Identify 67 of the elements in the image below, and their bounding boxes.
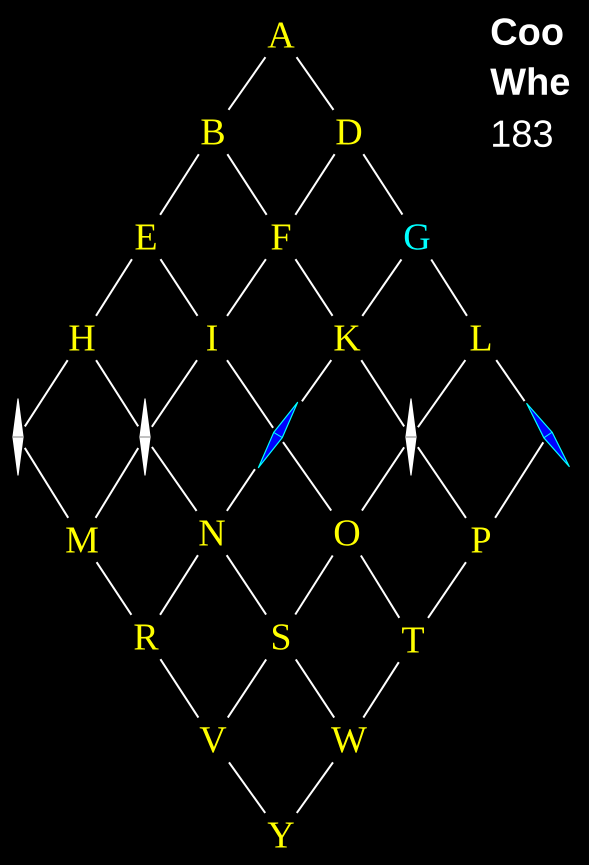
connector-line <box>430 258 468 316</box>
connector-line <box>96 562 132 616</box>
connector-line <box>226 360 274 428</box>
letter: M <box>66 528 98 552</box>
connector-line <box>361 258 402 316</box>
connector-line <box>494 442 544 518</box>
letter: E <box>136 224 156 250</box>
letter: G <box>404 224 430 250</box>
needle-icon <box>12 398 24 476</box>
connector-line <box>360 555 400 618</box>
connector-line <box>360 360 405 427</box>
connector-line <box>226 468 256 512</box>
connector-line <box>294 554 334 616</box>
connector-line <box>495 360 526 402</box>
connector-line <box>282 442 332 512</box>
connector-line <box>160 258 198 316</box>
connector-line <box>24 360 69 427</box>
needle-icon <box>139 398 151 476</box>
needle-icon <box>405 398 417 476</box>
connector-line <box>362 662 400 718</box>
connector-line <box>296 762 334 814</box>
letter: Y <box>268 822 294 848</box>
letter: V <box>200 727 226 753</box>
connector-line <box>362 154 404 216</box>
connector-line <box>94 448 140 518</box>
letter: N <box>199 520 225 546</box>
connector-line <box>226 658 268 718</box>
letter: F <box>272 224 290 250</box>
connector-line <box>159 554 199 616</box>
connector-line <box>294 658 336 718</box>
connector-line <box>151 446 198 512</box>
letter: T <box>402 628 424 652</box>
needle-icon <box>526 402 570 468</box>
letter: D <box>336 120 362 144</box>
connector-line <box>226 258 267 316</box>
letter: O <box>334 520 360 546</box>
letter: P <box>472 528 490 552</box>
connector-line <box>160 658 200 718</box>
connector-line <box>95 360 140 427</box>
needle-icon <box>258 402 298 468</box>
connector-line <box>417 360 466 428</box>
letter: S <box>272 624 290 650</box>
connector-line <box>294 154 336 216</box>
connector-line <box>361 446 405 512</box>
letter: B <box>201 120 224 144</box>
letter: W <box>331 727 367 753</box>
connector-line <box>228 762 266 814</box>
connector-line <box>294 258 334 316</box>
letter: K <box>334 326 360 350</box>
title: Coo Whe <box>490 18 570 96</box>
connector-line <box>151 360 198 428</box>
letter: I <box>207 326 217 350</box>
connector-line <box>296 56 334 110</box>
letter: R <box>134 624 159 650</box>
connector-line <box>301 360 332 402</box>
connector-line <box>417 446 467 518</box>
connector-line <box>24 447 70 518</box>
letter: L <box>470 326 490 350</box>
letter: H <box>69 326 95 350</box>
connector-line <box>226 154 268 216</box>
connector-line <box>95 258 133 316</box>
connector-line <box>228 56 266 110</box>
connector-line <box>427 562 467 618</box>
letter: A <box>268 22 294 48</box>
connector-line <box>226 554 267 616</box>
year-label: 183 <box>493 120 552 148</box>
connector-line <box>159 154 200 216</box>
